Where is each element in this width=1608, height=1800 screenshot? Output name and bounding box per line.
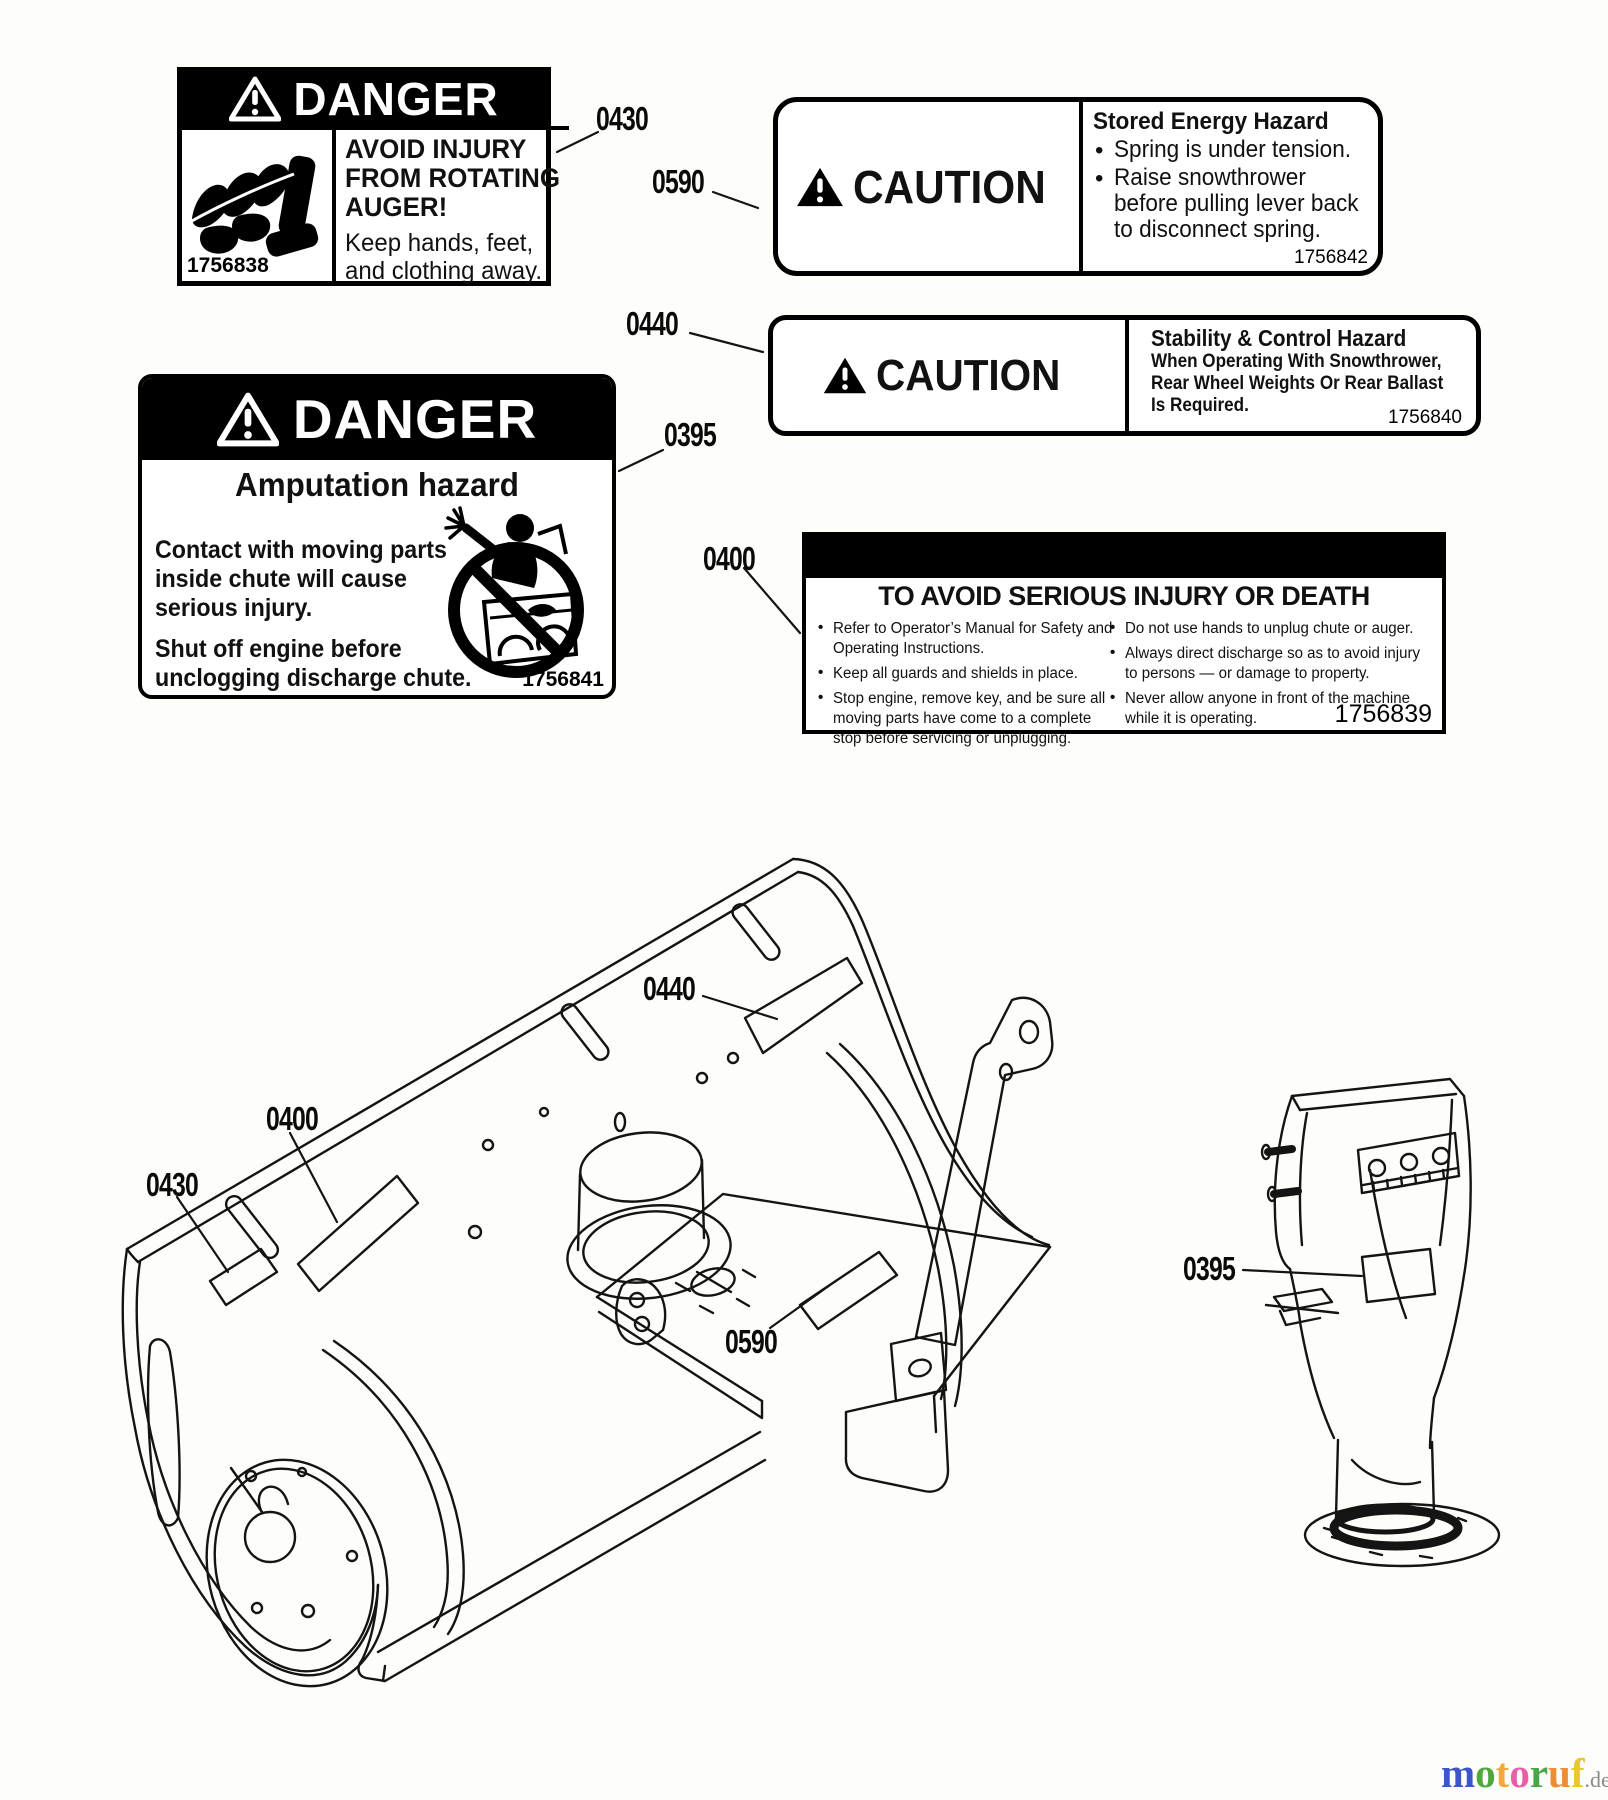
amputation-hazard-icon bbox=[444, 506, 584, 678]
decal-text-line: inside chute will cause bbox=[155, 565, 407, 593]
decal-text-line: before pulling lever back bbox=[1114, 190, 1359, 217]
caution-title: CAUTION bbox=[852, 160, 1046, 213]
decal-text-line: Keep all guards and shields in place. bbox=[833, 665, 1078, 682]
auger-graphic-panel: 1756838 bbox=[182, 126, 336, 281]
decal-caution-stability: CAUTION Stability & Control Hazard When … bbox=[768, 315, 1481, 436]
decal-0440-outline bbox=[743, 956, 864, 1055]
bullet-dot: • bbox=[1110, 619, 1116, 636]
decal-text-line: to persons — or damage to property. bbox=[1125, 665, 1370, 682]
bullet-dot: • bbox=[1110, 689, 1116, 706]
decal-text-line: Never allow anyone in front of the machi… bbox=[1125, 690, 1410, 707]
decal-avoid-injury: TO AVOID SERIOUS INJURY OR DEATH • Refer… bbox=[802, 532, 1446, 747]
decal-text-line: Contact with moving parts bbox=[155, 536, 447, 564]
decal-text-line: Is Required. bbox=[1151, 395, 1249, 416]
callout-0400-diagram: 0400 bbox=[266, 1100, 319, 1137]
motoruf-watermark: motoruf.de bbox=[1441, 1749, 1608, 1797]
part-number: 1756840 bbox=[1388, 407, 1462, 428]
danger-header: DANGER bbox=[142, 378, 612, 460]
callout-0440-label: 0440 bbox=[626, 305, 679, 342]
bullet-dot: • bbox=[1095, 165, 1104, 192]
discharge-chute-drawing bbox=[1260, 1077, 1501, 1568]
decal-text-line: FROM ROTATING bbox=[345, 163, 561, 193]
decal-0400-outline bbox=[296, 1174, 420, 1293]
decal-text-line: moving parts have come to a complete bbox=[833, 710, 1092, 727]
callout-0430-label: 0430 bbox=[596, 100, 649, 137]
decal-text-line: to disconnect spring. bbox=[1114, 216, 1321, 243]
decal-heading: Amputation hazard bbox=[235, 466, 519, 503]
decal-caution-stored-energy: CAUTION Stored Energy Hazard • Spring is… bbox=[773, 97, 1383, 276]
decal-heading: Stored Energy Hazard bbox=[1093, 108, 1329, 135]
decal-text-line: unclogging discharge chute. bbox=[155, 664, 472, 692]
decal-0590-outline bbox=[798, 1250, 899, 1331]
part-number: 1756841 bbox=[522, 668, 604, 691]
decal-text-line: Keep hands, feet, bbox=[345, 229, 534, 257]
decal-text-line: Shut off engine before bbox=[155, 635, 402, 663]
decal-title: TO AVOID SERIOUS INJURY OR DEATH bbox=[878, 581, 1370, 611]
callout-0440-diagram: 0440 bbox=[643, 970, 696, 1007]
decal-0395-outline bbox=[1360, 1247, 1437, 1304]
part-number: 1756839 bbox=[1334, 700, 1432, 728]
part-number: 1756842 bbox=[1294, 247, 1368, 268]
decal-text-line: Rear Wheel Weights Or Rear Ballast bbox=[1151, 373, 1444, 394]
bullet-dot: • bbox=[818, 664, 824, 681]
callout-0590-diagram: 0590 bbox=[725, 1323, 778, 1360]
leader-lines bbox=[175, 130, 1364, 1330]
watermark-letter: f bbox=[1570, 1750, 1585, 1796]
warning-triangle-icon bbox=[216, 392, 279, 446]
danger-title: DANGER bbox=[292, 388, 538, 450]
bullet-dot: • bbox=[1110, 644, 1116, 661]
auger-housing-drawing bbox=[121, 857, 1054, 1688]
decal-0430-outline bbox=[208, 1247, 279, 1307]
part-number: 1756838 bbox=[187, 254, 269, 277]
callout-0430-diagram: 0430 bbox=[146, 1166, 199, 1203]
decal-text-line: and clothing away. bbox=[345, 257, 543, 285]
watermark-letter: t bbox=[1495, 1750, 1510, 1796]
bullet-dot: • bbox=[818, 619, 824, 636]
warning-triangle-icon bbox=[796, 167, 843, 206]
decal-danger-amputation: DANGER Amputation hazard Contact with mo… bbox=[138, 374, 616, 699]
warning-triangle-icon bbox=[823, 357, 867, 394]
decal-text-line: AUGER! bbox=[345, 192, 448, 222]
watermark-suffix: .de bbox=[1584, 1767, 1608, 1792]
callout-0400-label: 0400 bbox=[703, 540, 756, 577]
black-band bbox=[806, 536, 1442, 578]
decal-text-line: Refer to Operator’s Manual for Safety an… bbox=[833, 620, 1113, 637]
decal-text-line: AVOID INJURY bbox=[345, 134, 527, 164]
decal-text-line: while it is operating. bbox=[1125, 710, 1258, 727]
decal-text-line: Stop engine, remove key, and be sure all bbox=[833, 690, 1106, 707]
caution-title: CAUTION bbox=[875, 350, 1061, 400]
watermark-letter: r bbox=[1529, 1750, 1549, 1796]
danger-title: DANGER bbox=[293, 73, 499, 125]
bullet-dot: • bbox=[818, 689, 824, 706]
decal-text-line: Always direct discharge so as to avoid i… bbox=[1125, 645, 1421, 662]
decal-text-line: Raise snowthrower bbox=[1114, 164, 1306, 191]
decal-text-line: Operating Instructions. bbox=[833, 640, 985, 657]
callout-0590-label: 0590 bbox=[652, 163, 705, 200]
watermark-letter: o bbox=[1509, 1750, 1530, 1796]
danger-header: DANGER bbox=[182, 72, 546, 126]
decal-text-line: stop before servicing or unplugging. bbox=[833, 730, 1072, 747]
watermark-letter: u bbox=[1548, 1750, 1571, 1796]
decal-text-line: Spring is under tension. bbox=[1114, 136, 1352, 163]
decal-danger-auger: DANGER 1756838 AVOID INJURY FROM ROTATIN… bbox=[177, 67, 569, 286]
decal-heading: Stability & Control Hazard bbox=[1151, 325, 1407, 351]
decal-text-line: When Operating With Snowthrower, bbox=[1151, 351, 1442, 372]
watermark-letter: m bbox=[1441, 1750, 1476, 1796]
decal-text-line: Do not use hands to unplug chute or auge… bbox=[1125, 620, 1414, 637]
callout-0395-label: 0395 bbox=[664, 416, 717, 453]
warning-triangle-icon bbox=[229, 76, 282, 122]
watermark-letter: o bbox=[1475, 1750, 1496, 1796]
rotating-auger-icon bbox=[189, 155, 319, 257]
bullet-dot: • bbox=[1095, 137, 1104, 164]
decal-text-line: serious injury. bbox=[155, 594, 313, 622]
callout-0395-diagram: 0395 bbox=[1183, 1250, 1236, 1287]
